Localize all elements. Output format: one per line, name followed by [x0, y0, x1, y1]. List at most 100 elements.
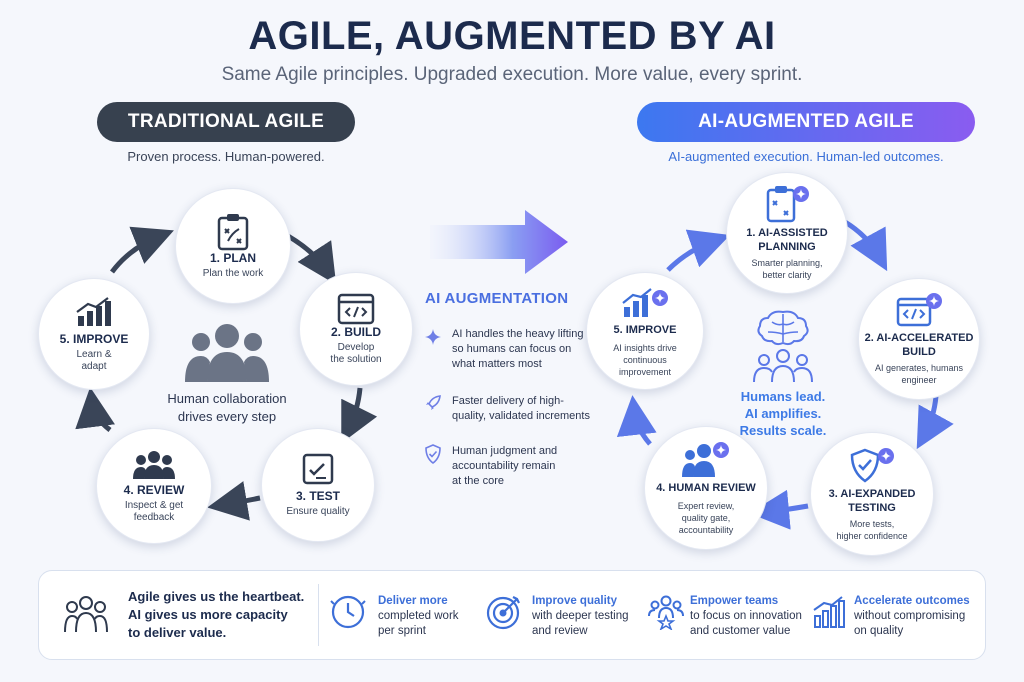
benefit-title: Accelerate outcomes — [854, 595, 970, 607]
step-review: 4. REVIEW Inspect & get feedback — [96, 428, 212, 544]
step-description: AI generates, humans — [874, 362, 964, 373]
step-title: 4. HUMAN REVIEW — [656, 481, 756, 494]
step-description: adapt — [81, 360, 107, 372]
arrow-ai-plan-to-build — [843, 219, 888, 272]
step-description: feedback — [133, 511, 175, 523]
arrow-improve-to-plan — [110, 226, 174, 274]
arrow-ai-build-to-test — [916, 395, 954, 450]
arrow-ai-test-to-review — [749, 489, 809, 530]
center-text-line: Humans lead. — [740, 389, 826, 404]
page-title: AGILE, AUGMENTED BY AI — [248, 14, 776, 58]
benefit-text: with deeper testing — [532, 610, 629, 622]
heartbeat-line: to deliver value. — [128, 625, 227, 640]
code-window-icon — [337, 293, 375, 324]
ai-step-testing: 3. AI-EXPANDED TESTING More tests, highe… — [810, 432, 934, 556]
collaboration-group-icon — [185, 324, 269, 382]
step-title: 2. AI-ACCELERATED — [864, 331, 974, 344]
arrow-review-to-improve — [75, 387, 115, 432]
augmentation-item: Faster delivery of high- quality, valida… — [452, 394, 622, 424]
shield-ai-icon — [850, 447, 894, 483]
step-description: the solution — [330, 353, 382, 365]
ai-augmentation-title: AI AUGMENTATION — [425, 290, 569, 307]
step-title: 2. BUILD — [330, 324, 381, 339]
step-improve: 5. IMPROVE Learn & adapt — [38, 278, 150, 390]
benefit-improve-quality: Improve quality with deeper testing and … — [532, 594, 642, 639]
ai-step-human-review: 4. HUMAN REVIEW Expert review, quality g… — [644, 426, 768, 550]
augmentation-text: Faster delivery of high- — [452, 395, 564, 407]
step-description: Develop — [337, 341, 375, 353]
step-test: 3. TEST Ensure quality — [261, 428, 375, 542]
sparkle-icon — [425, 329, 441, 345]
ai-step-planning: 1. AI-ASSISTED PLANNING Smarter planning… — [726, 172, 848, 294]
benefit-text: and review — [532, 625, 588, 637]
ai-step-build: 2. AI-ACCELERATED BUILD AI generates, hu… — [858, 278, 980, 400]
step-title: PLANNING — [758, 241, 816, 253]
augmentation-text: at the core — [452, 475, 504, 487]
heartbeat-statement: Agile gives us the heartbeat. AI gives u… — [128, 588, 313, 642]
rocket-icon — [426, 395, 441, 410]
augmentation-text: so humans can focus on — [452, 343, 572, 355]
growth-chart-icon — [76, 296, 111, 326]
step-title: 3. AI-EXPANDED — [828, 487, 916, 500]
step-title: 3. TEST — [295, 488, 340, 503]
bar-chart-icon — [813, 596, 845, 628]
divider — [318, 584, 319, 646]
step-title: BUILD — [902, 345, 936, 358]
step-plan: 1. PLAN Plan the work — [175, 188, 291, 304]
arrow-ai-review-to-improve — [616, 395, 657, 446]
traditional-center-text: Human collaboration drives every step — [158, 390, 296, 426]
heartbeat-line: Agile gives us the heartbeat. — [128, 589, 305, 604]
augmentation-text: what matters most — [452, 358, 542, 370]
benefit-text: to focus on innovation — [690, 610, 802, 622]
arrow-ai-improve-to-plan — [666, 229, 731, 272]
augmentation-item: AI handles the heavy lifting so humans c… — [452, 327, 622, 372]
benefit-accelerate-outcomes: Accelerate outcomes without compromising… — [854, 594, 978, 639]
arrow-test-to-review — [207, 481, 261, 521]
step-title: 1. PLAN — [209, 250, 256, 265]
ai-augmented-agile-label: AI-AUGMENTED AGILE — [637, 102, 975, 142]
arrow-build-to-test — [341, 387, 378, 444]
shield-check-icon — [425, 444, 441, 464]
step-description: Expert review, — [677, 500, 735, 511]
center-text-line: Results scale. — [739, 423, 827, 438]
ai-step-improve: 5. IMPROVE AI insights drive continuous … — [586, 272, 704, 390]
benefit-title: Deliver more — [378, 595, 448, 607]
target-icon — [486, 596, 520, 630]
step-title: 1. AI-ASSISTED — [746, 227, 828, 239]
step-description: accountability — [678, 524, 734, 535]
step-title: 5. IMPROVE — [613, 323, 677, 336]
step-description: Inspect & get — [124, 499, 184, 511]
benefit-text: completed work — [378, 610, 459, 622]
step-description: higher confidence — [836, 530, 908, 541]
step-description: engineer — [901, 374, 937, 385]
traditional-tagline: Proven process. Human-powered. — [127, 149, 325, 164]
arrow-plan-to-build — [286, 233, 337, 285]
team-outline-icon — [64, 596, 108, 633]
benefit-text: on quality — [854, 625, 904, 637]
step-description: continuous — [623, 354, 667, 365]
step-description: Learn & — [76, 348, 112, 360]
team-icon — [133, 450, 175, 479]
page-subtitle: Same Agile principles. Upgraded executio… — [221, 64, 803, 85]
benefit-empower-teams: Empower teams to focus on innovation and… — [690, 594, 808, 639]
step-description: Plan the work — [202, 267, 264, 279]
augmentation-text: accountability remain — [452, 460, 556, 472]
step-description: More tests, — [849, 518, 895, 529]
benefit-deliver-more: Deliver more completed work per sprint — [378, 594, 482, 639]
step-description: AI insights drive — [613, 342, 677, 353]
ai-augmented-tagline: AI-augmented execution. Human-led outcom… — [668, 149, 944, 164]
clock-icon — [330, 595, 366, 629]
augmentation-text: Human judgment and — [452, 445, 558, 457]
traditional-agile-label: TRADITIONAL AGILE — [97, 102, 355, 142]
code-ai-icon — [896, 292, 942, 326]
clipboard-ai-icon — [766, 186, 809, 223]
augmentation-arrow — [430, 210, 568, 274]
step-description: better clarity — [762, 270, 812, 280]
step-description: improvement — [618, 366, 672, 377]
benefit-text: without compromising — [854, 610, 966, 622]
step-title: TESTING — [848, 501, 896, 514]
step-description: Ensure quality — [286, 505, 350, 517]
benefit-text: and customer value — [690, 625, 791, 637]
benefit-title: Empower teams — [690, 595, 779, 607]
